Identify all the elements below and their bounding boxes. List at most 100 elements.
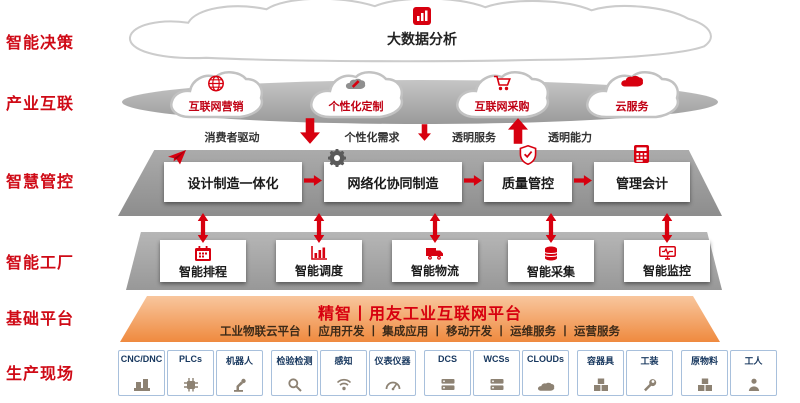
globe-icon <box>208 75 225 92</box>
schedule-icon <box>195 245 211 261</box>
site-box-label: DCS <box>437 354 457 364</box>
gear-icon <box>328 149 346 167</box>
layer-label-decision: 智能决策 <box>6 35 75 52</box>
mgmt-box-label: 质量管控 <box>501 175 554 191</box>
double-arrow-vertical-icon <box>545 213 557 243</box>
server-icon <box>489 377 505 392</box>
sensor-icon <box>336 377 352 392</box>
factory-box-dispatching: 智能调度 <box>276 240 362 282</box>
big-data-cloud: 大数据分析 <box>116 0 728 64</box>
arrow-down-small-icon <box>418 124 431 141</box>
cloud-icon <box>537 382 555 392</box>
platform-title: 精智丨用友工业互联网平台 <box>317 306 522 323</box>
worker-icon <box>746 377 762 392</box>
server-icon <box>440 377 456 392</box>
site-box-containers: 容器具 <box>577 350 624 396</box>
site-box-label: CLOUDs <box>526 354 564 364</box>
cloud-cloud-services: 云服务 <box>582 70 682 122</box>
site-box-label: 容器具 <box>586 356 614 366</box>
site-box-raw-materials: 原物料 <box>681 350 728 396</box>
cloud-label: 个性化定制 <box>328 101 384 113</box>
factory-box-label: 智能监控 <box>642 264 691 278</box>
flow-label-consumer-driven: 消费者驱动 <box>204 132 260 144</box>
layer-label-site: 生产现场 <box>6 366 75 383</box>
robot-icon <box>232 377 248 392</box>
database-icon <box>544 246 558 261</box>
site-box-label: PLCs <box>178 354 202 364</box>
site-box-plcs: PLCs <box>167 350 214 396</box>
customize-cloud-icon <box>345 75 367 90</box>
flow-label-transparent-capability: 透明能力 <box>548 132 592 144</box>
factory-box-label: 智能排程 <box>178 264 227 279</box>
layer-label-management: 智慧管控 <box>6 174 75 191</box>
factory-box-label: 智能采集 <box>526 264 575 279</box>
site-box-label: CNC/DNC <box>120 354 163 364</box>
shield-check-icon <box>519 145 537 165</box>
site-box-dcs: DCS <box>424 350 471 396</box>
mgmt-box-networked-collaboration: 网络化协同制造 <box>324 162 462 202</box>
factory-box-logistics: 智能物流 <box>392 240 478 282</box>
truck-icon <box>426 247 444 260</box>
dispatch-chart-icon <box>311 246 327 260</box>
site-box-instruments: 仪表仪器 <box>369 350 416 396</box>
site-box-robot: 机器人 <box>216 350 263 396</box>
mgmt-box-design-manufacturing: 设计制造一体化 <box>164 162 302 202</box>
site-box-label: 感知 <box>334 356 353 366</box>
arrow-right-icon <box>304 174 322 187</box>
site-box-wcss: WCSs <box>473 350 520 396</box>
gauge-icon <box>385 377 401 392</box>
mgmt-box-label: 管理会计 <box>615 175 668 191</box>
double-arrow-vertical-icon <box>429 213 441 243</box>
layer-label-industry: 产业互联 <box>6 96 75 113</box>
factory-box-label: 智能调度 <box>294 264 343 278</box>
cloud-label: 互联网营销 <box>188 101 244 113</box>
factory-box-collection: 智能采集 <box>508 240 594 282</box>
paper-plane-icon <box>168 150 187 166</box>
cloud-internet-procurement: 互联网采购 <box>452 70 552 122</box>
arrow-right-icon <box>464 174 482 187</box>
flow-label-personal-demand: 个性化需求 <box>344 132 400 144</box>
red-cloud-icon <box>620 75 644 88</box>
site-box-label: 仪表仪器 <box>374 356 411 366</box>
layer-label-factory: 智能工厂 <box>6 255 75 272</box>
arrow-up-icon <box>508 118 528 144</box>
machine-icon <box>134 377 150 392</box>
factory-box-scheduling: 智能排程 <box>160 240 246 282</box>
site-box-label: 机器人 <box>225 356 253 366</box>
site-box-cnc-dnc: CNC/DNC <box>118 350 165 396</box>
factory-box-label: 智能物流 <box>410 263 459 278</box>
cloud-personal-customization: 个性化定制 <box>306 70 406 122</box>
platform-subtitle: 工业物联云平台 丨 应用开发 丨 集成应用 丨 移动开发 丨 运维服务 丨 运营… <box>220 326 620 338</box>
site-box-label: WCSs <box>483 354 510 364</box>
cart-icon <box>493 75 511 91</box>
mgmt-box-management-accounting: 管理会计 <box>594 162 690 202</box>
big-data-title: 大数据分析 <box>387 31 457 47</box>
wrench-icon <box>642 377 658 392</box>
mgmt-box-quality-control: 质量管控 <box>484 162 572 202</box>
magnifier-icon <box>287 377 303 392</box>
boxes-icon <box>697 377 713 392</box>
bar-chart-icon <box>413 7 431 25</box>
arrow-down-icon <box>300 118 320 144</box>
mgmt-box-label: 设计制造一体化 <box>187 175 279 191</box>
mgmt-box-label: 网络化协同制造 <box>347 175 439 191</box>
site-box-label: 工人 <box>744 356 763 366</box>
site-box-sensing: 感知 <box>320 350 367 396</box>
site-box-label: 原物料 <box>690 356 718 366</box>
double-arrow-vertical-icon <box>661 213 673 243</box>
layer-label-platform: 基础平台 <box>6 311 75 328</box>
cloud-shape <box>129 0 712 63</box>
calculator-icon <box>634 145 649 163</box>
double-arrow-vertical-icon <box>313 213 325 243</box>
site-box-label: 工装 <box>640 356 659 366</box>
chip-icon <box>183 377 199 392</box>
arrow-right-icon <box>574 174 592 187</box>
double-arrow-vertical-icon <box>197 213 209 243</box>
monitor-pulse-icon <box>658 246 676 260</box>
site-box-clouds: CLOUDs <box>522 350 569 396</box>
flow-label-transparent-service: 透明服务 <box>452 132 496 144</box>
cloud-internet-marketing: 互联网营销 <box>166 70 266 122</box>
cloud-label: 互联网采购 <box>474 101 530 113</box>
site-box-workers: 工人 <box>730 350 777 396</box>
